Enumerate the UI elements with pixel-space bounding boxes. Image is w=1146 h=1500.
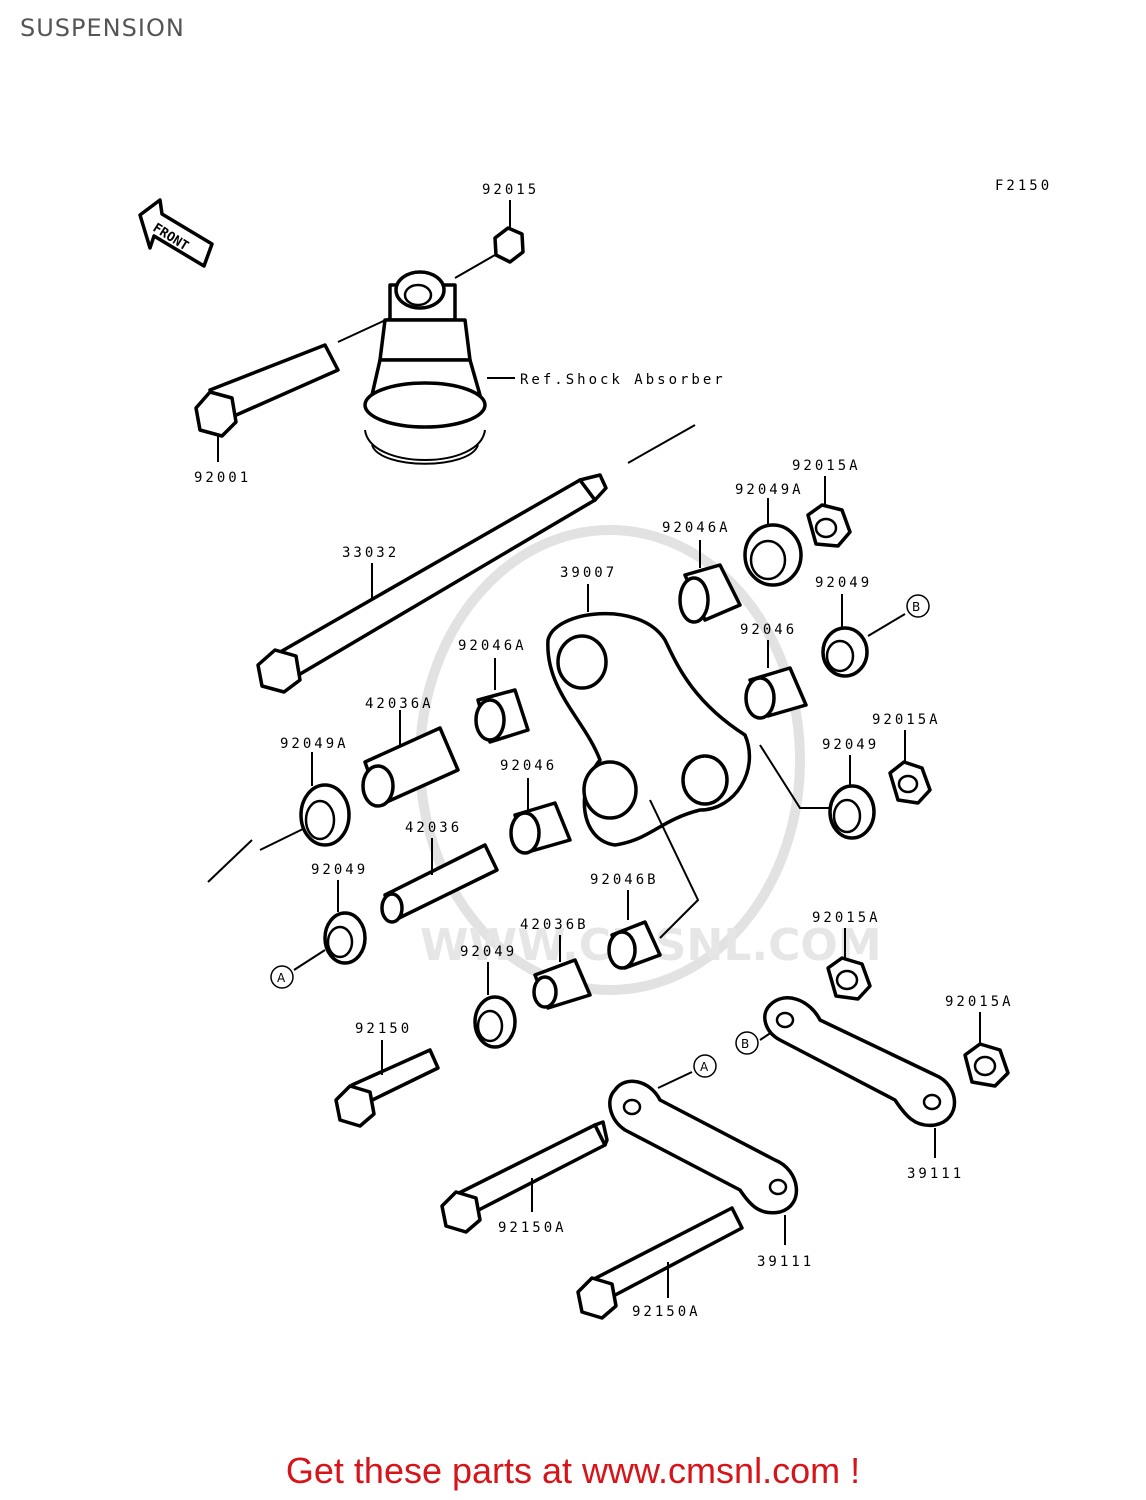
marker-a: A <box>277 971 286 985</box>
part-92046A-mid <box>474 658 530 744</box>
parts-diagram: WWW.CMSNL.COM FRONT F2150 Ref.Shock Abso… <box>138 178 1052 1320</box>
part-92001 <box>194 317 391 462</box>
ref-shock-absorber-label: Ref.Shock Absorber <box>520 372 726 388</box>
part-39007 <box>546 584 752 847</box>
marker-a: A <box>700 1060 709 1074</box>
callout-92150A: 92150A <box>498 1220 567 1236</box>
part-92015A-top <box>806 476 852 548</box>
part-92150A-lower <box>576 1206 744 1320</box>
part-92046B <box>607 799 700 970</box>
callout-92150A: 92150A <box>632 1304 701 1320</box>
part-92049-left: A <box>270 880 367 989</box>
callout-33032: 33032 <box>342 545 399 561</box>
callout-92046B: 92046B <box>590 872 659 888</box>
callout-92001: 92001 <box>194 470 251 486</box>
part-92015A-right <box>888 730 932 805</box>
part-92046A-right <box>678 540 742 624</box>
part-92046-right <box>744 640 808 720</box>
page-title: SUSPENSION <box>20 14 185 42</box>
part-39111-right: B <box>735 996 957 1158</box>
callout-92046A: 92046A <box>662 520 731 536</box>
callout-39111: 39111 <box>757 1254 814 1270</box>
part-92015A-far <box>963 1012 1010 1088</box>
callout-92049: 92049 <box>311 862 368 878</box>
diagram-code: F2150 <box>995 178 1052 194</box>
shock-absorber <box>363 270 515 465</box>
callout-92046A: 92046A <box>458 638 527 654</box>
part-39111-left: A <box>608 1054 798 1245</box>
footer-cta-link[interactable]: Get these parts at www.cmsnl.com ! <box>285 1450 861 1491</box>
part-42036 <box>380 838 499 924</box>
part-92049A-top <box>743 498 803 587</box>
callout-92049: 92049 <box>815 575 872 591</box>
callout-92015: 92015 <box>482 182 539 198</box>
callout-92150: 92150 <box>355 1021 412 1037</box>
part-92015 <box>454 200 525 279</box>
callout-92049: 92049 <box>460 944 517 960</box>
callout-92046: 92046 <box>740 622 797 638</box>
part-92049-right <box>759 744 876 840</box>
callout-42036B: 42036B <box>520 917 589 933</box>
part-92150 <box>334 1040 440 1128</box>
callout-42036: 42036 <box>405 820 462 836</box>
callout-92015A: 92015A <box>792 458 861 474</box>
callout-42036A: 42036A <box>365 696 434 712</box>
callout-92046: 92046 <box>500 758 557 774</box>
callout-92015A: 92015A <box>872 712 941 728</box>
part-92150A-upper <box>440 1120 609 1234</box>
callout-92049A: 92049A <box>735 482 804 498</box>
front-arrow-icon: FRONT <box>138 198 214 268</box>
callout-92015A: 92015A <box>945 994 1014 1010</box>
marker-b: B <box>741 1037 749 1051</box>
callout-39007: 39007 <box>560 565 617 581</box>
callout-92049: 92049 <box>822 737 879 753</box>
part-42036A <box>361 710 460 808</box>
part-92049A-left <box>299 752 351 847</box>
callout-92049A: 92049A <box>280 736 349 752</box>
part-33032 <box>207 424 696 883</box>
part-42036B <box>532 935 592 1010</box>
part-92015A-mid <box>826 928 872 1001</box>
part-92049-low <box>473 962 517 1049</box>
marker-b: B <box>912 600 920 614</box>
part-92049-b: B <box>821 594 930 678</box>
callout-39111: 39111 <box>907 1166 964 1182</box>
part-92046-mid <box>509 778 572 855</box>
callout-92015A: 92015A <box>812 910 881 926</box>
